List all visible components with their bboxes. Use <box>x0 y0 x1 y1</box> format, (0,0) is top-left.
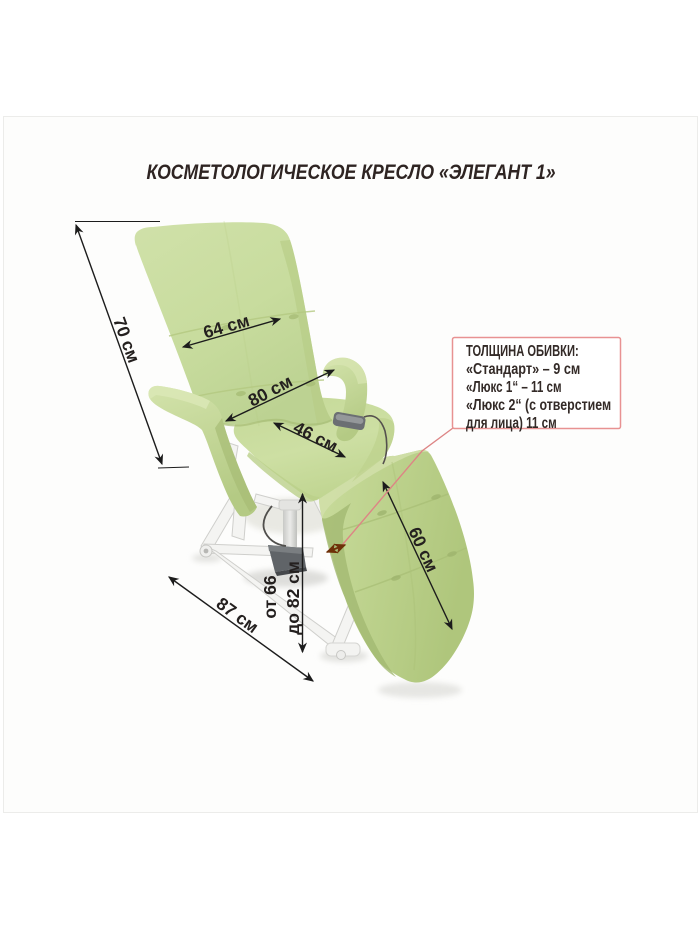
svg-text:«Стандарт» – 9 см: «Стандарт» – 9 см <box>466 361 580 378</box>
svg-text:КОСМЕТОЛОГИЧЕСКОЕ КРЕСЛО «ЭЛЕГ: КОСМЕТОЛОГИЧЕСКОЕ КРЕСЛО «ЭЛЕГАНТ 1» <box>146 161 555 185</box>
svg-text:до 82 см: до 82 см <box>283 561 303 635</box>
svg-text:для лица) 11 см: для лица) 11 см <box>466 414 557 431</box>
svg-text:ТОЛЩИНА ОБИВКИ:: ТОЛЩИНА ОБИВКИ: <box>466 342 579 359</box>
svg-text:«Люкс 2“ (с отверстием: «Люкс 2“ (с отверстием <box>466 396 611 414</box>
svg-text:от 66: от 66 <box>260 575 280 618</box>
svg-text:«Люкс 1“ – 11 см: «Люкс 1“ – 11 см <box>466 378 562 395</box>
